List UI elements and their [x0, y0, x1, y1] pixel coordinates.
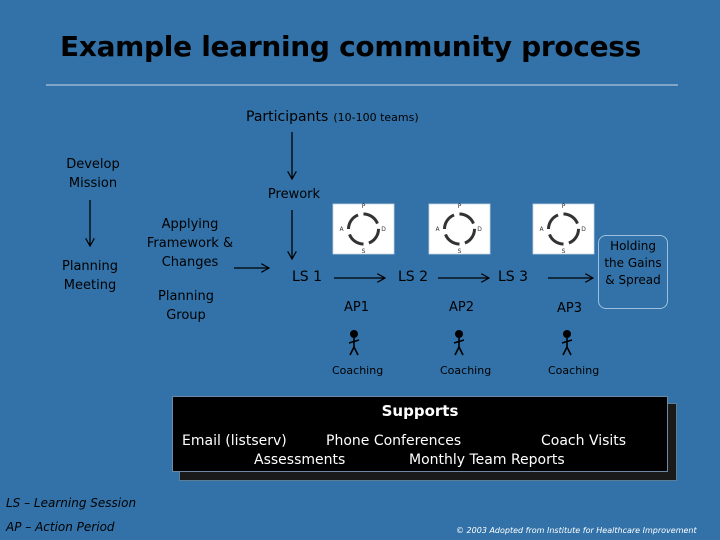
coach-person-icon-2: [453, 329, 465, 356]
ap1-label: AP1: [344, 300, 370, 315]
svg-text:S: S: [362, 248, 366, 255]
svg-text:A: A: [539, 226, 544, 233]
svg-text:D: D: [477, 226, 482, 233]
svg-text:D: D: [581, 226, 586, 233]
pdsa-cycle-icon-2: P D S A: [428, 203, 491, 255]
applying-framework-label: Applying Framework & Changes: [146, 217, 234, 270]
planning-meeting-label: Planning Meeting: [62, 259, 118, 293]
pdsa-cycle-icon-1: P D S A: [332, 203, 395, 255]
supports-box: Supports Email (listserv) Phone Conferen…: [172, 396, 668, 472]
ap2-label: AP2: [449, 300, 475, 315]
svg-text:A: A: [435, 226, 440, 233]
coaching-label-3: Coaching: [548, 364, 600, 377]
svg-text:S: S: [458, 248, 462, 255]
page-title: Example learning community process: [60, 30, 642, 63]
participants-text: Participants: [246, 109, 329, 125]
svg-text:P: P: [562, 203, 566, 210]
legend-ls: LS – Learning Session: [6, 496, 137, 510]
svg-text:A: A: [339, 226, 344, 233]
supports-coach-visits: Coach Visits: [541, 433, 627, 449]
legend-ap: AP – Action Period: [6, 520, 115, 534]
svg-text:D: D: [381, 226, 386, 233]
ls3-label: LS 3: [498, 269, 529, 285]
ap3-label: AP3: [557, 301, 583, 316]
develop-mission-label: Develop Mission: [66, 157, 120, 191]
holding-gains-box: Holding the Gains & Spread: [598, 235, 668, 309]
participants-label: Participants (10-100 teams): [246, 106, 419, 125]
coaching-label-1: Coaching: [332, 364, 384, 377]
supports-title: Supports: [381, 402, 459, 420]
supports-email: Email (listserv): [182, 433, 287, 449]
coach-person-icon-1: [348, 329, 360, 356]
svg-text:P: P: [362, 203, 366, 210]
holding-gains-text: Holding the Gains & Spread: [604, 239, 662, 287]
svg-text:S: S: [562, 248, 566, 255]
coaching-label-2: Coaching: [440, 364, 492, 377]
title-divider: [46, 84, 678, 86]
ls2-label: LS 2: [398, 269, 429, 285]
prework-label: Prework: [267, 187, 321, 202]
pdsa-cycle-icon-3: P D S A: [532, 203, 595, 255]
credit-text: © 2003 Adopted from Institute for Health…: [456, 526, 697, 535]
ls1-label: LS 1: [292, 269, 323, 285]
svg-text:P: P: [458, 203, 462, 210]
participants-note: (10-100 teams): [333, 111, 419, 124]
supports-phone: Phone Conferences: [326, 433, 462, 449]
supports-assessments: Assessments: [254, 452, 346, 468]
coach-person-icon-3: [561, 329, 573, 356]
supports-monthly-reports: Monthly Team Reports: [409, 452, 565, 468]
planning-group-label: Planning Group: [158, 289, 214, 323]
